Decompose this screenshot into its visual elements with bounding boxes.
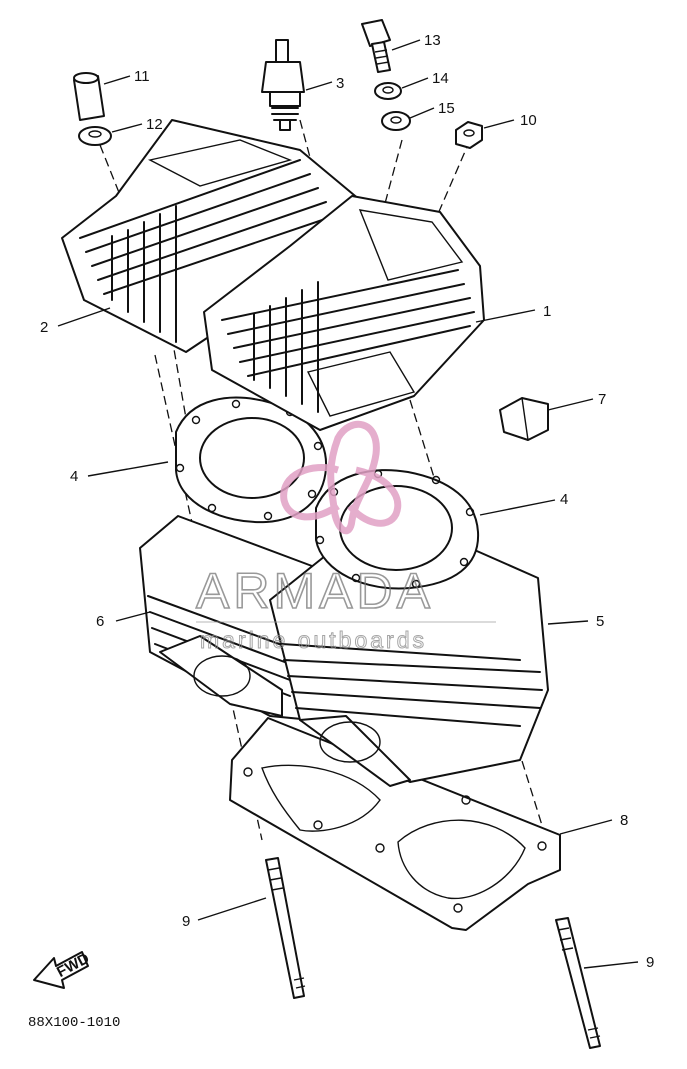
- callout-6: 6: [96, 613, 104, 630]
- callout-13: 13: [424, 32, 441, 49]
- callout-14: 14: [432, 70, 449, 87]
- callout-9-left: 9: [182, 913, 190, 930]
- callout-8: 8: [620, 812, 628, 829]
- nut-10: [455, 121, 483, 149]
- plug: [499, 397, 549, 441]
- fwd-label: FWD: [54, 950, 92, 981]
- watermark-tagline: marine outboards: [200, 627, 427, 653]
- callout-labels: 1 2 3 4 4 5 6 7 8 9 9 10 11 12 13 14 15: [40, 32, 654, 971]
- callout-9-right: 9: [646, 954, 654, 971]
- fwd-direction-marker: FWD: [33, 950, 92, 989]
- watermark: ARMADA marine outboards: [195, 420, 496, 654]
- cylinder-head-front: [203, 195, 485, 431]
- callout-10: 10: [520, 112, 537, 129]
- bolt-13: [361, 19, 391, 73]
- callout-11: 11: [134, 68, 150, 85]
- fwd-arrow-icon: [33, 951, 89, 989]
- watermark-brand: ARMADA: [196, 563, 434, 619]
- spark-plug: [261, 39, 305, 131]
- collar: [73, 72, 105, 121]
- callout-5: 5: [596, 613, 604, 630]
- stud-bolt-left: [265, 857, 306, 999]
- washer-15: [381, 111, 411, 131]
- callout-3: 3: [336, 75, 344, 92]
- callout-2: 2: [40, 319, 48, 336]
- callout-12: 12: [146, 116, 163, 133]
- washer-14: [374, 82, 402, 100]
- cylinder-right: [269, 547, 549, 787]
- callout-4-front: 4: [560, 491, 568, 508]
- callout-15: 15: [438, 100, 455, 117]
- washer-12: [78, 126, 112, 146]
- cylinder-left: [139, 515, 313, 721]
- part-code: 88X100-1010: [28, 1015, 120, 1031]
- callout-7: 7: [598, 391, 606, 408]
- leader-lines: [57, 39, 639, 969]
- armada-logo-icon: [280, 420, 402, 535]
- callout-1: 1: [543, 303, 551, 320]
- stud-bolt-right: [555, 917, 601, 1049]
- callout-4-rear: 4: [70, 468, 78, 485]
